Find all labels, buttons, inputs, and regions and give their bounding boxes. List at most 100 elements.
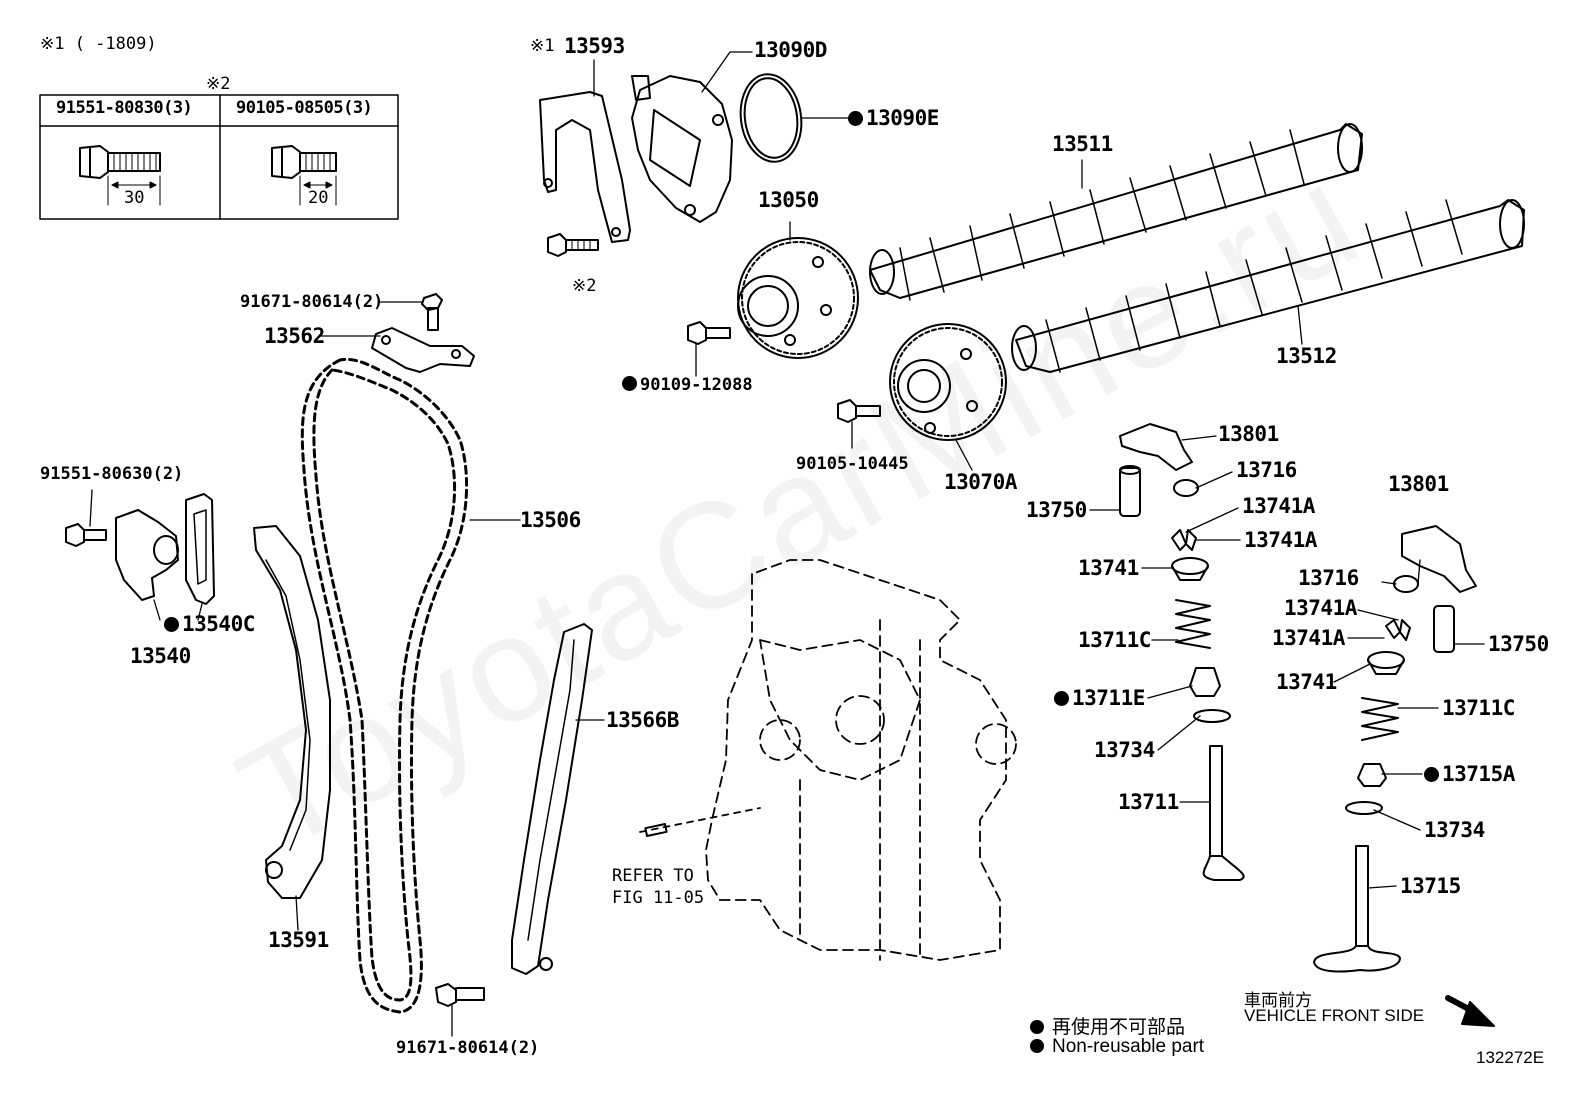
label-13734-left: 13734: [1094, 738, 1155, 762]
label-13750-right: 13750: [1488, 632, 1549, 656]
label-13090D: 13090D: [754, 38, 827, 62]
label-13593: 13593: [564, 34, 625, 58]
note-1809: ※1 ( -1809): [40, 34, 157, 54]
pad-13716-l: [1173, 479, 1199, 497]
label-13741-left: 13741: [1078, 556, 1139, 580]
label-13741A-right-1: 13741A: [1284, 596, 1357, 620]
gasket-13540C: [185, 493, 215, 605]
legend-jp-text: 再使用不可部品: [1052, 1017, 1186, 1038]
pad-13716-r: [1393, 575, 1419, 593]
chain-guide-13562: [371, 327, 475, 373]
label-13540: 13540: [130, 644, 191, 668]
cam-cover-13090D: [631, 75, 733, 223]
label-13750-left: 13750: [1026, 498, 1087, 522]
label-90109-12088: 90109-12088: [622, 376, 753, 394]
refer-line-1: REFER TO: [612, 866, 694, 886]
label-13711C-right: 13711C: [1442, 696, 1515, 720]
bullet-icon: [1030, 1020, 1044, 1034]
figure-id: 132272E: [1476, 1048, 1545, 1067]
label-13512: 13512: [1276, 344, 1337, 368]
refer-line-2: FIG 11-05: [612, 888, 705, 908]
label-13716-right: 13716: [1298, 566, 1359, 590]
front-arrow-icon: [1445, 995, 1495, 1027]
spring-l: [1175, 599, 1211, 649]
label-13591: 13591: [268, 928, 329, 952]
label-13070A: 13070A: [944, 470, 1017, 494]
bolt-91671-bottom: [435, 983, 485, 1007]
label-13511: 13511: [1052, 132, 1113, 156]
timing-chain-13506: [300, 357, 469, 1014]
label-13711: 13711: [1118, 790, 1179, 814]
bolt-13593: [547, 233, 599, 257]
bolt-90109: [687, 321, 731, 345]
engine-block: [639, 559, 1017, 961]
rocker-arm-l: [1119, 423, 1193, 471]
dowel-pin: [644, 823, 668, 837]
label-91551-80630: 91551-80630(2): [40, 464, 184, 484]
keepers-l: [1171, 529, 1197, 551]
bolt-90105-10445: [837, 399, 881, 423]
retainer-l: [1171, 557, 1209, 581]
label-13734-right: 13734: [1424, 818, 1485, 842]
leader-lines: [89, 51, 1485, 1037]
label-13711C-left: 13711C: [1078, 628, 1151, 652]
tensioner-13540: [115, 509, 179, 601]
chain-slipper-13591: [253, 525, 331, 899]
valve-13715: [1313, 845, 1401, 973]
bolt-icon: [79, 145, 161, 206]
label-13716-left: 13716: [1236, 458, 1297, 482]
bullet-icon: [1030, 1039, 1044, 1053]
o-ring-13090E: [739, 73, 803, 163]
front-side-en: VEHICLE FRONT SIDE: [1244, 1006, 1425, 1025]
seat-l: [1193, 709, 1231, 723]
seal-l: [1189, 667, 1221, 697]
label-90105-10445: 90105-10445: [796, 454, 909, 474]
label-13715A: 13715A: [1424, 764, 1515, 785]
label-13562: 13562: [264, 324, 325, 348]
chain-guide-13566B: [511, 623, 593, 975]
rocker-arm-r: [1401, 525, 1477, 593]
retainer-r: [1367, 651, 1405, 675]
front-side-jp: 車両前方: [1244, 991, 1312, 1010]
keepers-r: [1385, 619, 1411, 641]
label-13741-right: 13741: [1276, 670, 1337, 694]
label-13540C: 13540C: [164, 614, 255, 635]
legend-jp: 再使用不可部品: [1030, 1012, 1185, 1039]
label-13506: 13506: [520, 508, 581, 532]
bolt-table-part-1: 91551-80830(3): [56, 98, 193, 118]
label-13050: 13050: [758, 188, 819, 212]
bolt-table: [39, 94, 399, 220]
seat-r: [1345, 801, 1383, 815]
bracket-13593: [539, 91, 631, 243]
valve-13711: [1202, 745, 1245, 881]
bolt-table-part-2: 90105-08505(3): [236, 98, 373, 118]
lash-adjuster-r: [1433, 605, 1455, 653]
label-13801-left: 13801: [1218, 422, 1279, 446]
label-13741A-left-2: 13741A: [1244, 528, 1317, 552]
label-13741A-left-1: 13741A: [1242, 494, 1315, 518]
sprocket-13050: [737, 237, 859, 359]
label-91671-80614-top: 91671-80614(2): [240, 292, 384, 312]
sprocket-13070A: [889, 323, 1007, 441]
seal-r: [1357, 763, 1387, 787]
bolt-91671-top: [421, 293, 443, 331]
camshaft-13511: [869, 123, 1363, 301]
label-91671-80614-bottom: 91671-80614(2): [396, 1038, 540, 1058]
label-13715: 13715: [1400, 874, 1461, 898]
spring-r: [1361, 697, 1399, 741]
bolt-icon: [271, 145, 337, 206]
bolt-91551-80630: [65, 523, 107, 547]
label-13801-right: 13801: [1388, 472, 1449, 496]
legend-en-text: Non-reusable part: [1052, 1036, 1205, 1057]
label-13090E: 13090E: [848, 108, 939, 129]
note-2-mark: ※2: [206, 74, 231, 94]
label-13741A-right-2: 13741A: [1272, 626, 1345, 650]
bolt-table-length-2: 20: [308, 188, 329, 208]
mark-13593-bolt: ※2: [572, 276, 597, 296]
label-13711E: 13711E: [1054, 688, 1145, 709]
legend-en: Non-reusable part: [1030, 1036, 1204, 1058]
label-13566B: 13566B: [606, 708, 679, 732]
lash-adjuster-l: [1119, 465, 1141, 517]
